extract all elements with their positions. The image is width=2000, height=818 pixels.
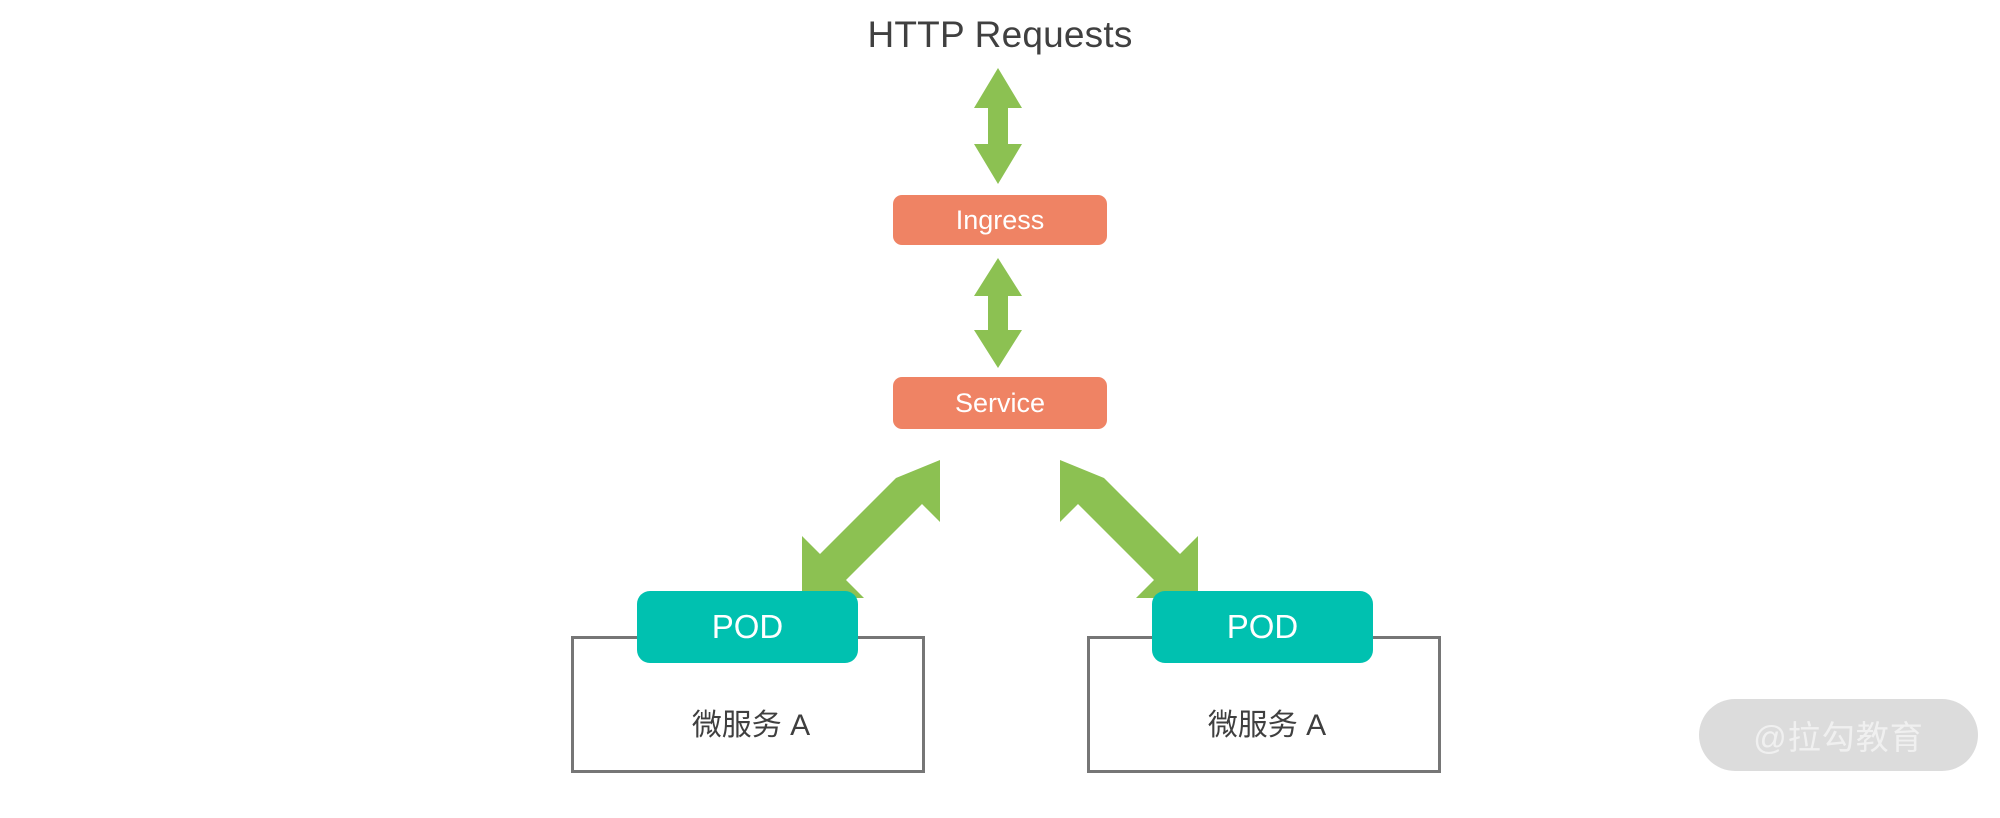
node-pod-left[interactable]: POD	[637, 591, 858, 663]
node-ingress-label: Ingress	[955, 204, 1045, 235]
arrow-ingress-to-service	[974, 258, 1022, 368]
arrow-requests-to-ingress	[974, 68, 1022, 184]
node-service[interactable]: Service	[893, 377, 1107, 429]
page-title: HTTP Requests	[867, 14, 1133, 55]
arrow-service-to-pod-right	[1060, 460, 1198, 598]
node-pod-right[interactable]: POD	[1152, 591, 1373, 663]
watermark-badge: @拉勾教育	[1699, 699, 1978, 771]
node-pod-right-label: POD	[1226, 608, 1299, 645]
watermark-text: @拉勾教育	[1753, 719, 1924, 756]
microservice-label-left: 微服务 A	[691, 709, 811, 742]
node-ingress[interactable]: Ingress	[893, 195, 1107, 245]
arrow-service-to-pod-left	[802, 460, 940, 598]
node-pod-left-label: POD	[711, 608, 784, 645]
microservice-label-right: 微服务 A	[1207, 709, 1327, 742]
node-service-label: Service	[954, 387, 1046, 418]
